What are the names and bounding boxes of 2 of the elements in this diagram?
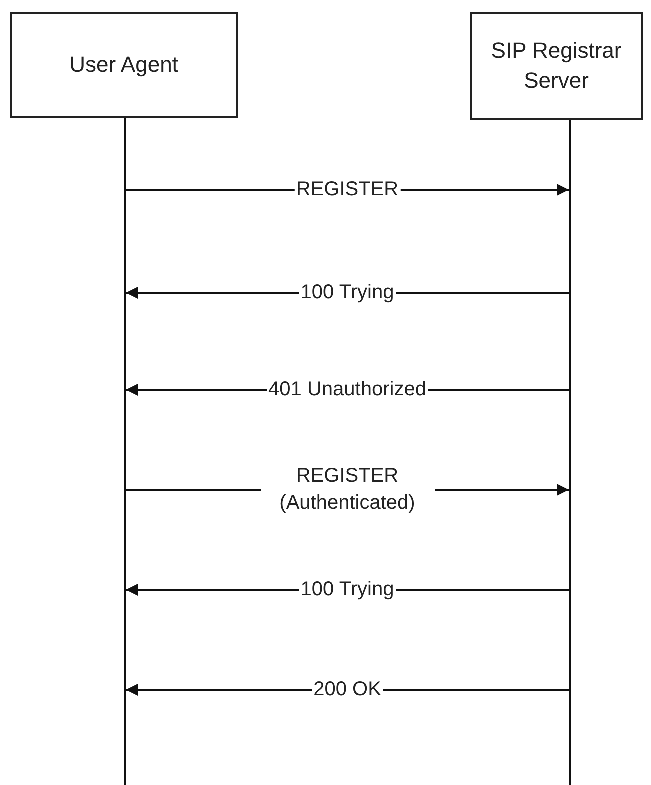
participant-box: User Agent — [10, 12, 238, 118]
participant-box: SIP Registrar Server — [470, 12, 643, 120]
